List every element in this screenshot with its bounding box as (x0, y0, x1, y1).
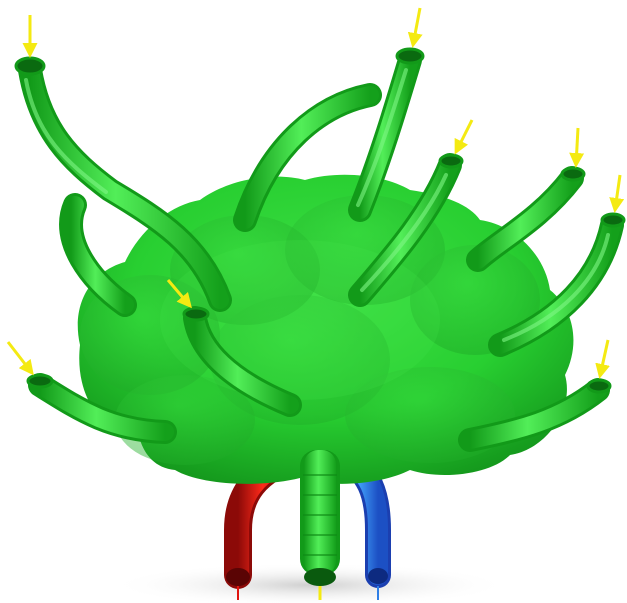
arrow-8 (600, 340, 608, 376)
central-excretory-duct (300, 450, 340, 600)
arrow-7 (8, 342, 32, 373)
arrow-5 (615, 175, 620, 210)
arrow-3 (456, 120, 472, 152)
arrow-4 (576, 128, 578, 165)
arrow-2 (413, 8, 420, 45)
